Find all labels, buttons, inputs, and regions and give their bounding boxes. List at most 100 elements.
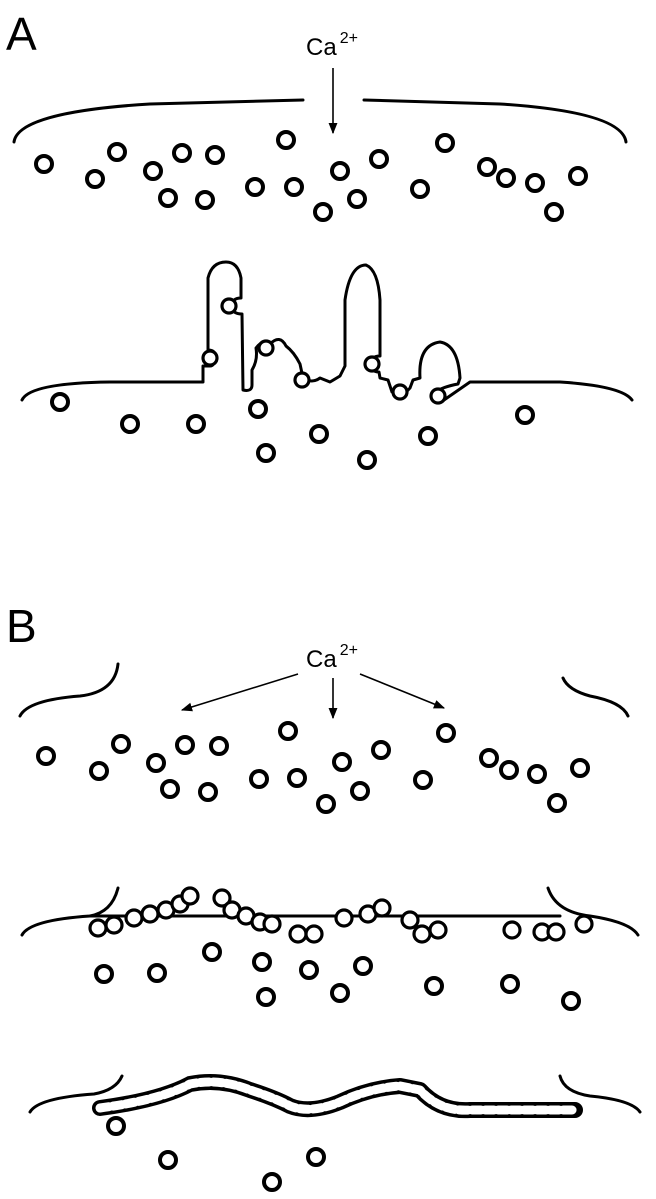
granule [330, 983, 350, 1003]
granule [479, 748, 499, 768]
fusing-granule-bumps [201, 297, 447, 405]
granule-group-b1 [36, 721, 590, 814]
granule [107, 142, 127, 162]
granule-group-a1 [34, 130, 588, 222]
granule [262, 1172, 282, 1192]
granule [202, 942, 222, 962]
granule [276, 130, 296, 150]
panel-a-label: A [6, 8, 37, 60]
membrane-fragment-right [546, 886, 640, 937]
granule [477, 157, 497, 177]
granule [424, 976, 444, 996]
granule [245, 177, 265, 197]
granule [561, 991, 581, 1011]
granule [34, 154, 54, 174]
granule [195, 190, 215, 210]
granule [500, 974, 520, 994]
granule [347, 189, 367, 209]
granule [252, 952, 272, 972]
granule [256, 443, 276, 463]
calcium-arrow-right [359, 673, 446, 709]
granule [172, 143, 192, 163]
granule [256, 987, 276, 1007]
panel-b-label: B [6, 600, 37, 652]
granule [568, 166, 588, 186]
granule [85, 169, 105, 189]
granule [547, 793, 567, 813]
granule [299, 960, 319, 980]
fusing-granule [201, 349, 219, 367]
fusing-granule [220, 297, 238, 315]
granule [306, 1147, 326, 1167]
granule [350, 781, 370, 801]
granule-group-a2 [50, 392, 535, 470]
granule [332, 752, 352, 772]
membrane-protrusions [20, 260, 634, 402]
granule [89, 761, 109, 781]
granule [287, 768, 307, 788]
calcium-arrow-left [180, 673, 299, 712]
granule [146, 753, 166, 773]
granule [209, 736, 229, 756]
membrane-fragment-left [18, 662, 120, 718]
granule [330, 161, 350, 181]
granule [158, 1150, 178, 1170]
granule [160, 779, 180, 799]
granule [525, 173, 545, 193]
fusing-granule [363, 355, 381, 373]
fusing-granule [391, 383, 409, 401]
fusing-granule [429, 387, 447, 405]
granule [515, 405, 535, 425]
granule [284, 177, 304, 197]
granule [50, 392, 70, 412]
granule [410, 179, 430, 199]
granule [175, 735, 195, 755]
granule [249, 769, 269, 789]
granule [94, 964, 114, 984]
fusing-granule [257, 339, 275, 357]
granule [357, 450, 377, 470]
granule [570, 758, 590, 778]
granule [278, 721, 298, 741]
granule [371, 740, 391, 760]
fused-granule-channel [92, 1074, 583, 1119]
granule [527, 764, 547, 784]
granule [143, 161, 163, 181]
granule [248, 399, 268, 419]
granule [111, 734, 131, 754]
membrane-left [12, 98, 305, 144]
granule [158, 188, 178, 208]
granule [413, 770, 433, 790]
granule [316, 794, 336, 814]
granule [499, 760, 519, 780]
granule [147, 963, 167, 983]
granule [436, 723, 456, 743]
granule [313, 202, 333, 222]
granule [309, 424, 329, 444]
granule [544, 202, 564, 222]
granule [205, 145, 225, 165]
granule [198, 782, 218, 802]
granule [186, 414, 206, 434]
granule-group-b3 [106, 1116, 326, 1192]
granule [353, 956, 373, 976]
granule [496, 168, 516, 188]
granule [435, 133, 455, 153]
granule [369, 149, 389, 169]
granule [36, 746, 56, 766]
granule [418, 426, 438, 446]
fused-granule-chains [88, 886, 594, 944]
membrane-fragment-right [558, 1074, 642, 1114]
membrane-fragment-left [28, 1074, 124, 1114]
membrane-fragment-right [561, 676, 630, 718]
membrane-right [362, 98, 628, 144]
granule [120, 414, 140, 434]
fusing-granule [293, 371, 311, 389]
granule [106, 1116, 126, 1136]
granule-group-b2 [94, 942, 581, 1011]
